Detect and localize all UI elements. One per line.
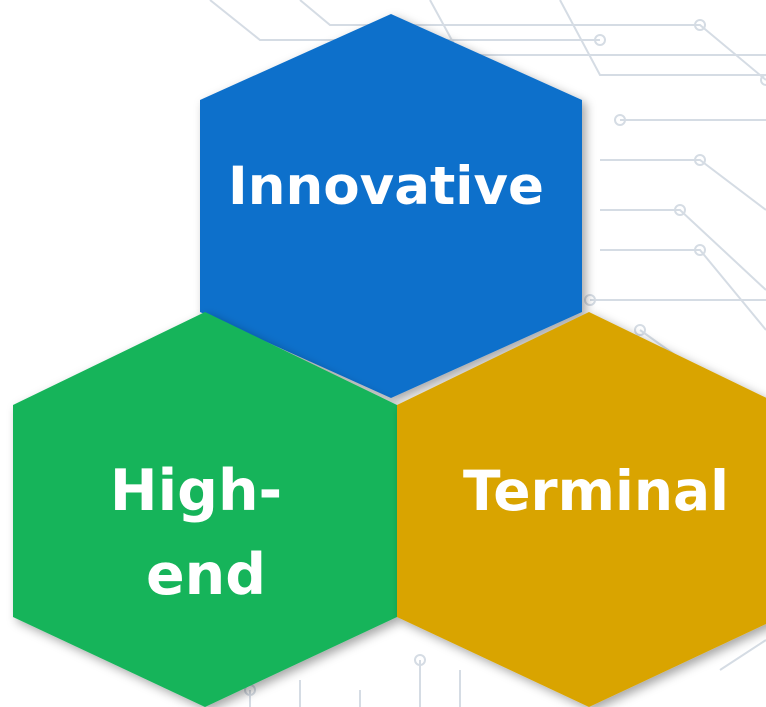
circuit-trace [299, 0, 766, 81]
circuit-trace [559, 0, 766, 76]
circuit-node [584, 294, 596, 306]
circuit-trace [600, 159, 766, 211]
hexagon-innovative-shape [200, 14, 582, 398]
circuit-node [694, 244, 706, 256]
hexagon-high-end-shape [13, 312, 397, 707]
hexagon-innovative-label: Innovative [228, 156, 544, 217]
hexagon-high-end-label-line-2: end [146, 542, 266, 608]
hexagon-terminal-label-line-1: Terminal [463, 459, 729, 523]
circuit-trace [600, 209, 766, 291]
hexagon-high-end: High- end [13, 312, 397, 707]
hexagon-terminal: Terminal [397, 312, 766, 707]
hexagon-terminal-shape [397, 312, 766, 707]
circuit-node [594, 34, 606, 46]
circuit-node [694, 19, 706, 31]
hexagon-high-end-label: High- end [110, 458, 302, 608]
hexagon-terminal-label: Terminal [463, 459, 729, 523]
circuit-node [760, 74, 766, 86]
circuit-node [634, 324, 646, 336]
circuit-trace [600, 249, 766, 331]
hexagon-innovative: Innovative [200, 14, 582, 398]
circuit-trace [719, 639, 766, 671]
circuit-trace [209, 0, 600, 41]
circuit-node [614, 114, 626, 126]
hexagon-innovative-label-line-1: Innovative [228, 156, 544, 217]
circuit-node [694, 154, 706, 166]
circuit-node [674, 204, 686, 216]
circuit-node [414, 654, 426, 666]
hexagon-high-end-label-line-1: High- [110, 458, 282, 524]
